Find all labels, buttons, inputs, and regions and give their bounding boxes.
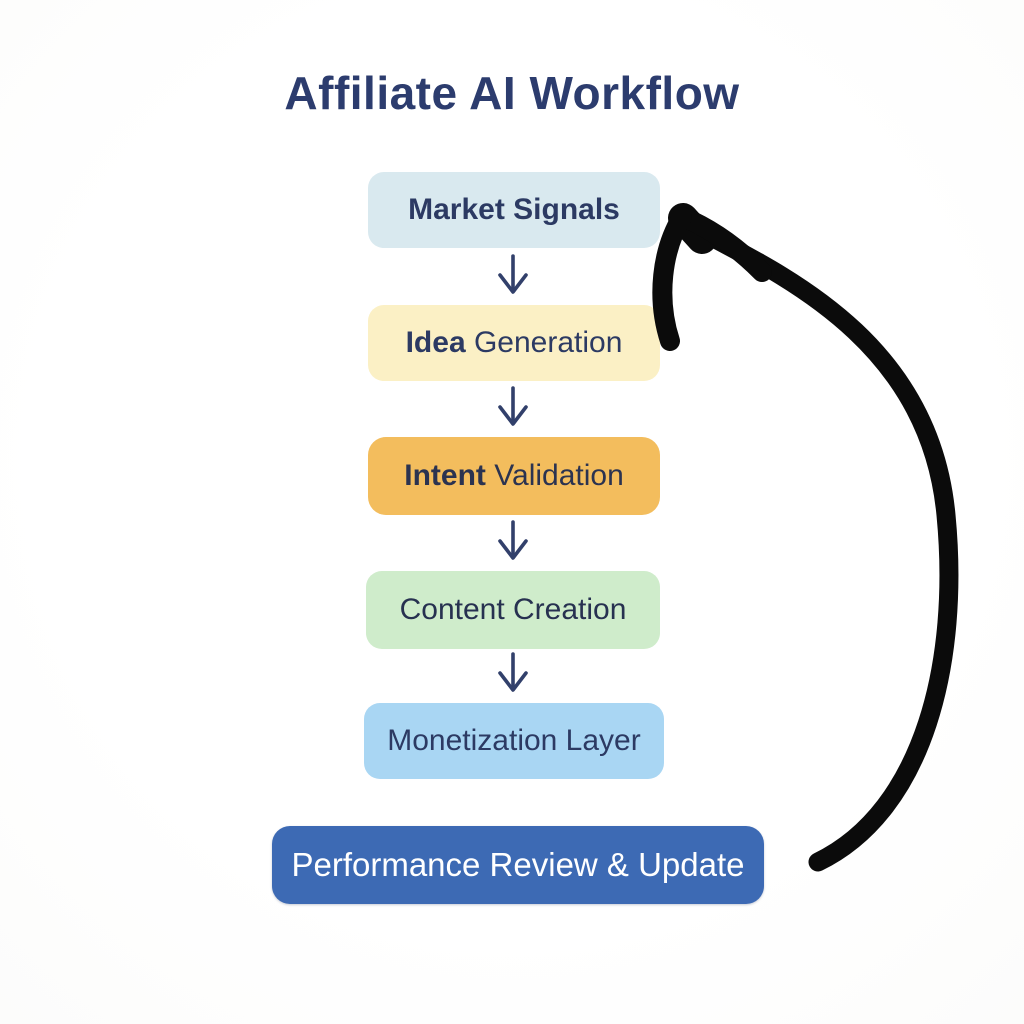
page-title: Affiliate AI Workflow	[284, 67, 740, 119]
step-monetization-layer: Monetization Layer	[364, 703, 664, 779]
step-label: Generation	[465, 326, 623, 359]
step-label-emphasis: Idea	[405, 326, 466, 359]
step-label: Content Creation	[399, 593, 627, 626]
step-content-creation: Content Creation	[366, 571, 660, 649]
step-label-emphasis: Market Signals	[408, 193, 620, 226]
step-performance-review-update: Performance Review & Update	[272, 826, 764, 904]
step-label: Monetization Layer	[387, 724, 641, 757]
step-label: Performance Review & Update	[291, 846, 745, 883]
step-intent-validation: Intent Validation	[368, 437, 660, 515]
down-arrow-icon	[498, 520, 528, 560]
step-label-emphasis: Intent	[404, 459, 486, 492]
down-arrow-icon	[498, 386, 528, 426]
step-market-signals: Market Signals	[368, 172, 660, 248]
step-idea-generation: Idea Generation	[368, 305, 660, 381]
step-label: Validation	[485, 459, 624, 492]
down-arrow-icon	[498, 254, 528, 294]
down-arrow-icon	[498, 652, 528, 692]
